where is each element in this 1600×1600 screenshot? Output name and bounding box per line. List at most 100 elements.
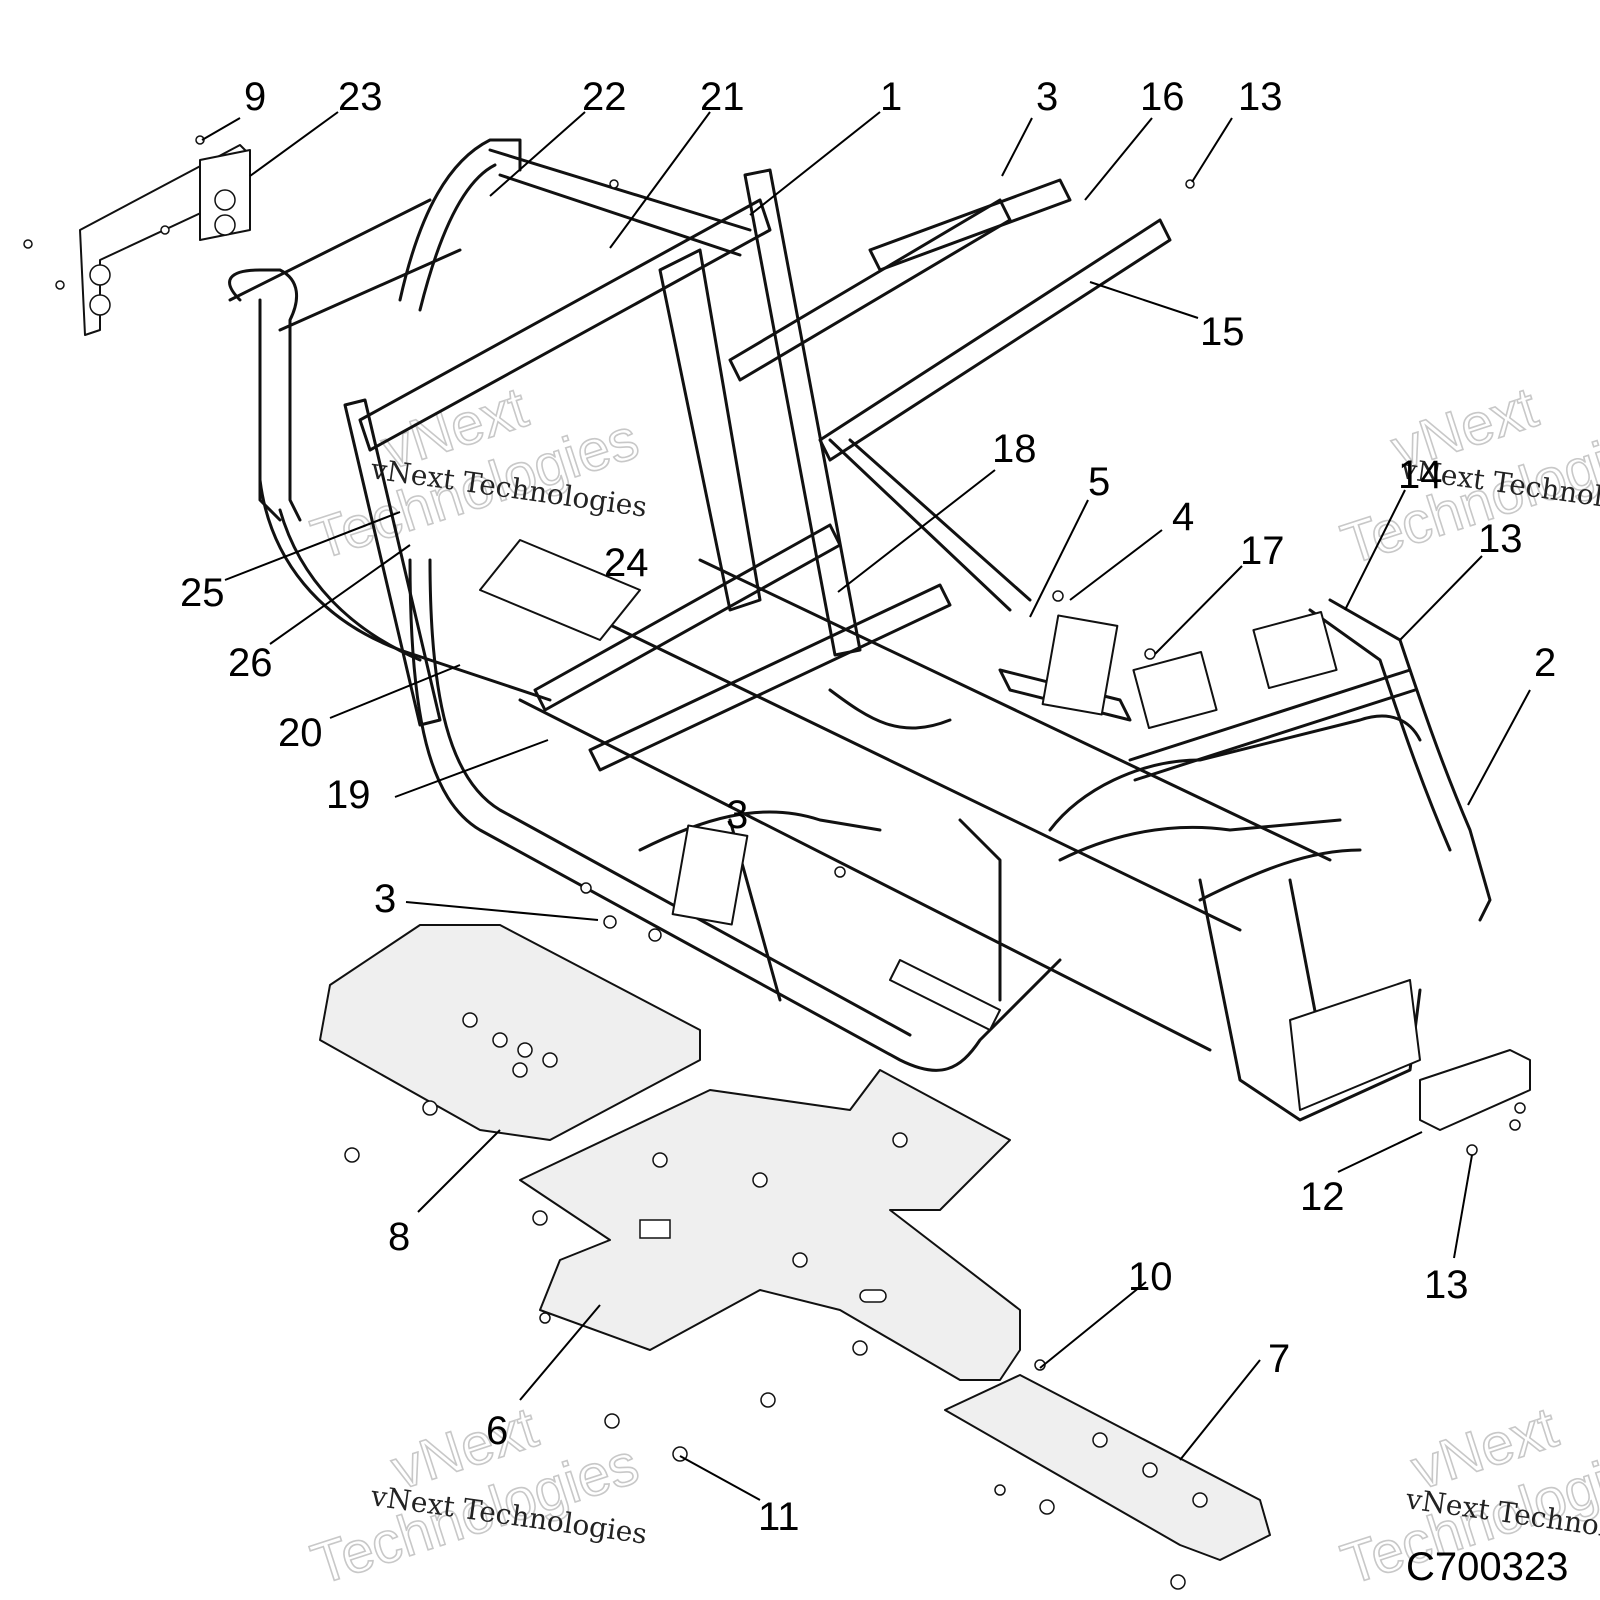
callout-12: 12 (1300, 1175, 1345, 1219)
push-rivet-icon (532, 1210, 548, 1226)
skid-hole (752, 1172, 768, 1188)
front-plate-item-12 (1419, 1049, 1531, 1131)
push-rivet-icon (1039, 1499, 1055, 1515)
callout-22: 22 (582, 75, 627, 119)
push-rivet-icon (422, 1100, 438, 1116)
floor-rail-mid (598, 618, 1242, 932)
floor-rail-right (698, 558, 1332, 862)
skid-hole (1142, 1462, 1158, 1478)
front-cross-tube-inner (1133, 688, 1417, 782)
push-rivet-icon (760, 1392, 776, 1408)
left-side-rail-inner (428, 558, 912, 1037)
bolt-icon (1509, 1119, 1521, 1131)
skid-hole (512, 1062, 528, 1078)
push-rivet-icon (539, 1312, 551, 1324)
callouts: 9 23 22 21 1 3 16 13 15 18 5 4 17 14 13 … (180, 75, 1556, 1539)
callout-2: 2 (1534, 641, 1556, 685)
skid-plate-item-8 (319, 924, 701, 1141)
upper-cross-tube (358, 198, 772, 452)
skid-slot (639, 1219, 671, 1239)
push-rivet-icon (344, 1147, 360, 1163)
leader-25 (224, 511, 401, 581)
leader-14 (1344, 489, 1406, 611)
bolt-icon (1144, 648, 1156, 660)
rear-cross-rail-2 (278, 248, 462, 332)
callout-14: 14 (1398, 453, 1443, 497)
suspension-bracket-left (1041, 614, 1119, 716)
bracket-hole (214, 189, 236, 211)
rear-hoop-right-inner (418, 163, 497, 312)
callout-17: 17 (1240, 529, 1285, 573)
diagonal-brace (828, 438, 1012, 612)
watermark-right: vNext Technologies vNext Technologies (1333, 374, 1600, 578)
front-diagonal (1198, 848, 1362, 902)
rear-hoop-right (398, 138, 522, 302)
leader-20 (329, 664, 461, 719)
rear-cross-rail (228, 198, 432, 302)
front-bumper-tube-upper (1048, 714, 1422, 832)
skid-slot (859, 1289, 887, 1303)
front-bumper-hoop (1328, 598, 1492, 922)
leader-15 (1089, 281, 1199, 319)
push-rivet-icon (604, 1413, 620, 1429)
leader-4 (1069, 529, 1163, 601)
leader-16 (1084, 117, 1153, 201)
callout-24: 24 (604, 541, 649, 585)
leader-13-right (1399, 555, 1483, 641)
callout-18: 18 (992, 427, 1037, 471)
bolt-icon (55, 280, 65, 290)
leader-3-top (1001, 117, 1033, 177)
push-rivet-icon (994, 1484, 1006, 1496)
bolt-icon (1052, 590, 1064, 602)
diagonal-brace-inner (848, 438, 1032, 602)
skid-hole (792, 1252, 808, 1268)
skid-hole (542, 1052, 558, 1068)
seat-mount-bar (868, 178, 1072, 272)
skid-hole (492, 1032, 508, 1048)
leader-11 (679, 1455, 761, 1501)
seat-rail-rear (818, 218, 1172, 462)
callout-19: 19 (326, 773, 371, 817)
front-shock-bracket (1252, 610, 1338, 690)
leader-2 (1467, 689, 1531, 806)
callout-3-top: 3 (1036, 75, 1058, 119)
leader-13-bottom (1453, 1154, 1473, 1259)
callout-7: 7 (1268, 1337, 1290, 1381)
callout-25: 25 (180, 571, 225, 615)
rear-hoop-left (228, 268, 302, 522)
callout-3-mid: 3 (726, 793, 748, 837)
skid-hole (462, 1012, 478, 1028)
leader-8 (417, 1129, 501, 1213)
callout-11: 11 (758, 1495, 800, 1539)
leader-13-top (1191, 117, 1233, 183)
leader-26 (269, 544, 411, 645)
floor-bracket (889, 959, 1001, 1031)
front-tow-plate (1289, 979, 1421, 1111)
floor-rail-left (518, 698, 1212, 1052)
push-rivet-icon (852, 1340, 868, 1356)
leader-12 (1337, 1131, 1423, 1173)
leader-3-left (405, 901, 599, 921)
skid-plate-item-7-holes (1092, 1432, 1208, 1508)
main-frame (228, 138, 1492, 1122)
rear-hoop-left-inner (258, 298, 282, 522)
bolt-icon (23, 239, 33, 249)
skid-plate-item-6-holes (639, 1132, 908, 1303)
skid-hole (1192, 1492, 1208, 1508)
callout-16: 16 (1140, 75, 1185, 119)
callout-9: 9 (244, 75, 266, 119)
left-side-rail (408, 558, 1062, 1072)
mid-pillar (658, 248, 762, 612)
leader-21 (609, 111, 711, 249)
top-rail-inner (498, 173, 742, 257)
leader-22 (489, 111, 586, 197)
leader-lines (201, 111, 1531, 1501)
leader-6 (519, 1304, 601, 1401)
callout-20: 20 (278, 711, 323, 755)
leader-10 (1039, 1281, 1147, 1369)
skid-hole (892, 1132, 908, 1148)
leader-18 (837, 469, 996, 593)
front-pillar-left (343, 398, 442, 727)
callout-8: 8 (388, 1215, 410, 1259)
bolt-icon (609, 179, 619, 189)
